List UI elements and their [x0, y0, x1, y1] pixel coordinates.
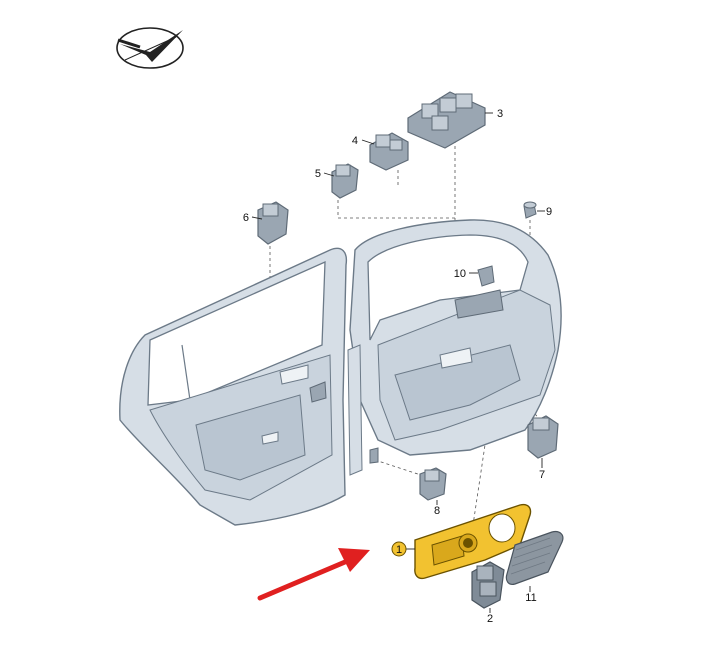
callout-4: 4 [352, 135, 358, 147]
callout-5: 5 [315, 168, 321, 180]
callout-1: 1 [391, 541, 407, 557]
callout-2: 2 [487, 613, 493, 625]
callout-labels: 1 2 3 4 5 6 7 8 9 10 11 [243, 108, 552, 625]
callout-6: 6 [243, 212, 249, 224]
red-arrow-icon [257, 548, 370, 601]
callout-11: 11 [525, 592, 536, 604]
checkmark-plane-logo-icon [116, 27, 184, 69]
part-11-speaker-grille [505, 530, 564, 592]
callout-7: 7 [539, 469, 545, 481]
part-9-clip [523, 201, 545, 219]
part-8-switch [419, 467, 447, 505]
part-6-switch [251, 201, 289, 245]
part-2-switch [471, 561, 505, 613]
callout-8: 8 [434, 505, 440, 517]
svg-text:1: 1 [396, 544, 402, 556]
part-1-switch-bezel [405, 503, 532, 580]
part-5-switch [323, 163, 359, 199]
part-3-master-window-switch [407, 91, 493, 149]
callout-9: 9 [546, 206, 552, 218]
callout-3: 3 [497, 108, 503, 120]
part-7-switch [527, 415, 559, 468]
part-10-bracket [469, 265, 495, 287]
part-4-switch [361, 132, 409, 171]
callout-10: 10 [454, 268, 466, 280]
rear-door [119, 247, 348, 526]
front-door [347, 219, 562, 476]
